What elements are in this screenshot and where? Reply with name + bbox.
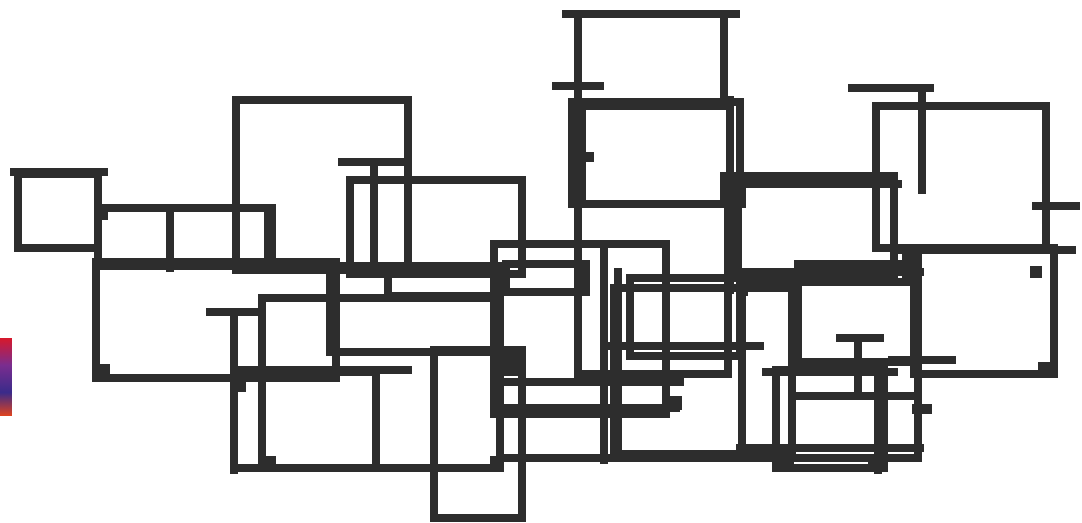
joint xyxy=(738,278,748,296)
frame-right-top xyxy=(876,106,1046,248)
joint xyxy=(496,346,522,376)
joint xyxy=(902,254,922,282)
frame-bottom-left xyxy=(262,298,500,468)
frame-left-band xyxy=(98,208,272,266)
frame-top-box xyxy=(572,102,740,204)
frame-top-column xyxy=(578,14,724,106)
joint xyxy=(868,462,886,472)
joint xyxy=(100,364,110,374)
joint xyxy=(1038,362,1058,378)
joint xyxy=(236,382,246,392)
joint xyxy=(572,100,586,204)
joint xyxy=(584,152,594,162)
frame-left-wide xyxy=(96,262,336,378)
joint xyxy=(1030,266,1042,278)
joint xyxy=(912,404,932,414)
color-swatch-thumbnail xyxy=(0,338,12,416)
joint xyxy=(774,462,794,472)
joint xyxy=(266,456,276,466)
frame-left-small xyxy=(18,174,98,248)
joint xyxy=(720,172,746,208)
joint xyxy=(490,456,502,468)
frame-left-tall xyxy=(236,100,408,270)
joint xyxy=(670,396,682,410)
frame-mid-left xyxy=(330,266,498,352)
frame-lower-left xyxy=(234,372,376,468)
joint xyxy=(100,210,108,220)
frame-right-mid xyxy=(738,176,894,274)
